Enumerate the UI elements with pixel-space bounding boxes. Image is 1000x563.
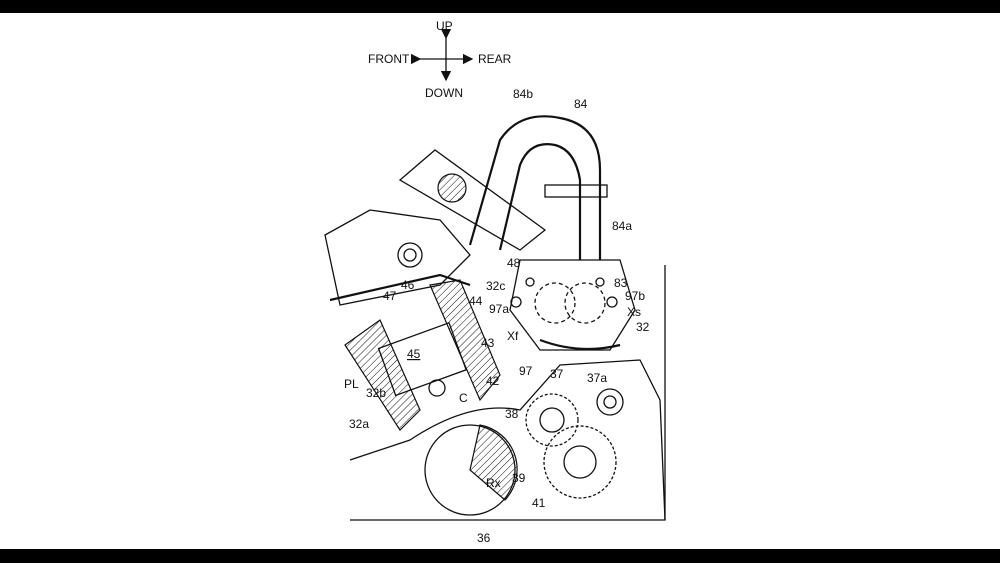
compass-front: FRONT [368,52,410,66]
label-C: C [459,391,468,405]
label-Xs: Xs [627,305,641,319]
label-84b: 84b [513,87,533,101]
label-38: 38 [505,407,519,421]
label-37: 37 [550,367,564,381]
reference-labels: 84b 84 84a 48 83 97b 97a Xs Xf 32 32c 46… [344,87,650,545]
label-45: 45 [407,347,421,361]
compass-up: UP [436,19,453,33]
label-42: 42 [486,374,500,388]
label-32a: 32a [349,417,369,431]
label-48: 48 [507,256,521,270]
label-97b: 97b [625,289,645,303]
label-43: 43 [481,336,495,350]
label-84: 84 [574,97,588,111]
label-37a: 37a [587,371,607,385]
label-PL: PL [344,377,359,391]
label-32c: 32c [486,279,505,293]
letterbox-top [0,0,1000,13]
label-32: 32 [636,320,650,334]
label-83: 83 [614,276,628,290]
label-32b: 32b [366,386,386,400]
label-84a: 84a [612,219,632,233]
letterbox-bottom [0,549,1000,563]
label-46: 46 [401,278,415,292]
label-36: 36 [477,531,491,545]
engine-drawing [324,115,666,521]
label-97a: 97a [489,302,509,316]
label-Xf: Xf [507,329,519,343]
label-39: 39 [512,471,526,485]
label-Rx: Rx [486,476,501,490]
compass-down: DOWN [425,86,463,100]
label-44: 44 [469,294,483,308]
direction-compass: UP DOWN FRONT REAR [368,19,512,100]
compass-rear: REAR [478,52,512,66]
label-97: 97 [519,364,533,378]
label-47: 47 [383,289,397,303]
label-41: 41 [532,496,546,510]
